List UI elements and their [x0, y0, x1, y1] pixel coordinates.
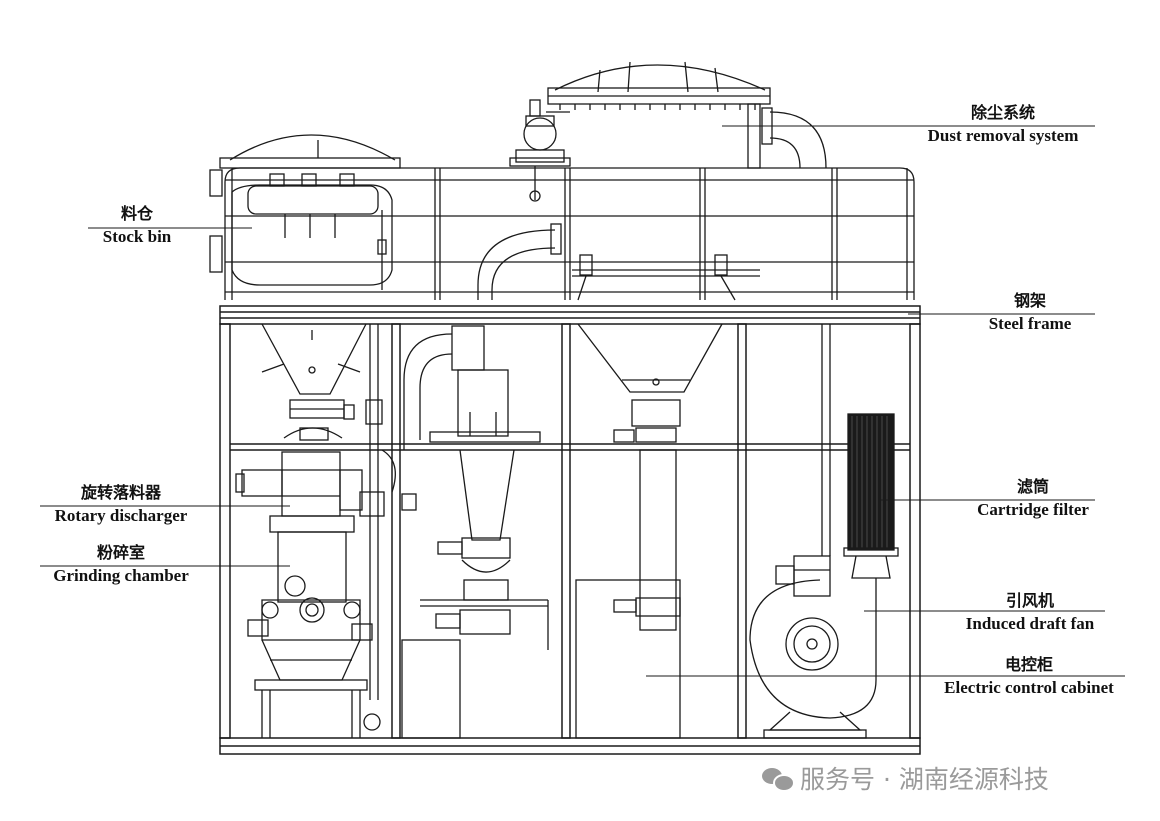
leader-lines — [40, 125, 1125, 677]
middle-pipe-elbow — [403, 325, 541, 450]
stock-bin-hopper — [261, 323, 367, 441]
cartridge-filter — [843, 413, 899, 579]
vertical-pipe — [365, 324, 396, 700]
dust-collector-body — [572, 254, 760, 301]
label-induced-draft-fan: 引风机 Induced draft fan — [965, 591, 1095, 634]
stock-bin-dome — [219, 134, 401, 169]
label-steel-frame: 钢架 Steel frame — [988, 291, 1072, 334]
rotary-discharger — [235, 451, 417, 533]
watermark-text: 服务号 · 湖南经源科技 — [800, 765, 1049, 794]
stock-bin-vessel — [209, 169, 393, 290]
watermark: 服务号 · 湖南经源科技 — [762, 760, 1049, 796]
dust-hopper — [577, 323, 723, 631]
steel-frame-structure — [219, 305, 921, 755]
top-valve-assembly — [509, 99, 571, 202]
label-electric-control-cabinet: 电控柜 Electric control cabinet — [944, 655, 1114, 698]
grinding-chamber — [247, 531, 381, 738]
label-cartridge-filter: 滤筒 Cartridge filter — [977, 477, 1089, 520]
electric-control-cabinet — [401, 579, 681, 739]
label-grinding-chamber: 粉碎室 Grinding chamber — [53, 543, 189, 586]
label-stock-bin: 料仓 Stock bin — [102, 204, 172, 247]
induced-draft-fan — [749, 324, 877, 739]
dust-pipe-elbow — [477, 223, 562, 300]
label-rotary-discharger: 旋转落料器 Rotary discharger — [54, 483, 188, 526]
label-dust-removal-system: 除尘系统 Dust removal system — [927, 103, 1079, 146]
upper-railing — [224, 167, 915, 300]
cyclone-separator — [420, 449, 549, 650]
dust-collector-dome — [547, 61, 827, 169]
wechat-icon — [762, 766, 795, 792]
